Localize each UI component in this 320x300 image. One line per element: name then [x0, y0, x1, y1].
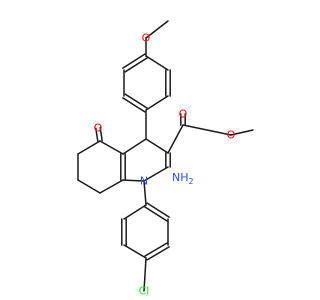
ring-bond — [122, 138, 147, 155]
ring-bond — [77, 140, 101, 155]
chlorine-label: Cl — [139, 285, 150, 298]
amino-group-label: NH2 — [172, 171, 194, 186]
aryl-bond — [144, 242, 168, 257]
ring-bond — [77, 179, 101, 194]
methoxy-oxygen-label: O — [142, 32, 151, 45]
aryl-bond — [146, 246, 170, 261]
ketone-bond — [99, 126, 103, 142]
ring-bond — [143, 166, 169, 182]
ring-bond — [122, 179, 145, 182]
molecule-structure: O O O O NH2 N Cl — [77, 20, 254, 298]
aryl-bond — [122, 97, 146, 113]
ring-bond — [99, 140, 124, 155]
aryl-bond — [124, 57, 148, 73]
aryl-bond — [145, 95, 169, 111]
aryl-bond — [123, 244, 147, 259]
aryl-bond — [144, 206, 168, 222]
ring-bond — [145, 138, 169, 154]
chloro-bond — [143, 257, 147, 292]
bond-group — [77, 20, 254, 292]
ring-nitrogen-label: N — [140, 175, 148, 188]
aryl-bond — [122, 53, 146, 69]
aryl-bond — [123, 204, 147, 220]
ketone-bond — [95, 127, 99, 143]
n-aryl-bond — [143, 180, 147, 206]
atom-label-group: O O O O NH2 N Cl — [94, 32, 236, 298]
ester-bond — [182, 124, 232, 136]
ester-oxygen-label: O — [227, 129, 236, 142]
aryl-bond — [124, 93, 148, 109]
ester-methyl-bond — [230, 129, 254, 136]
ring-bond — [99, 179, 124, 194]
methoxy-methyl-bond — [145, 20, 169, 39]
ketone-oxygen-label: O — [94, 122, 103, 135]
aryl-bond — [145, 55, 169, 71]
ester-bond — [167, 124, 184, 154]
aryl-bond — [146, 202, 170, 218]
ester-carbonyl-oxygen-label: O — [179, 108, 188, 121]
